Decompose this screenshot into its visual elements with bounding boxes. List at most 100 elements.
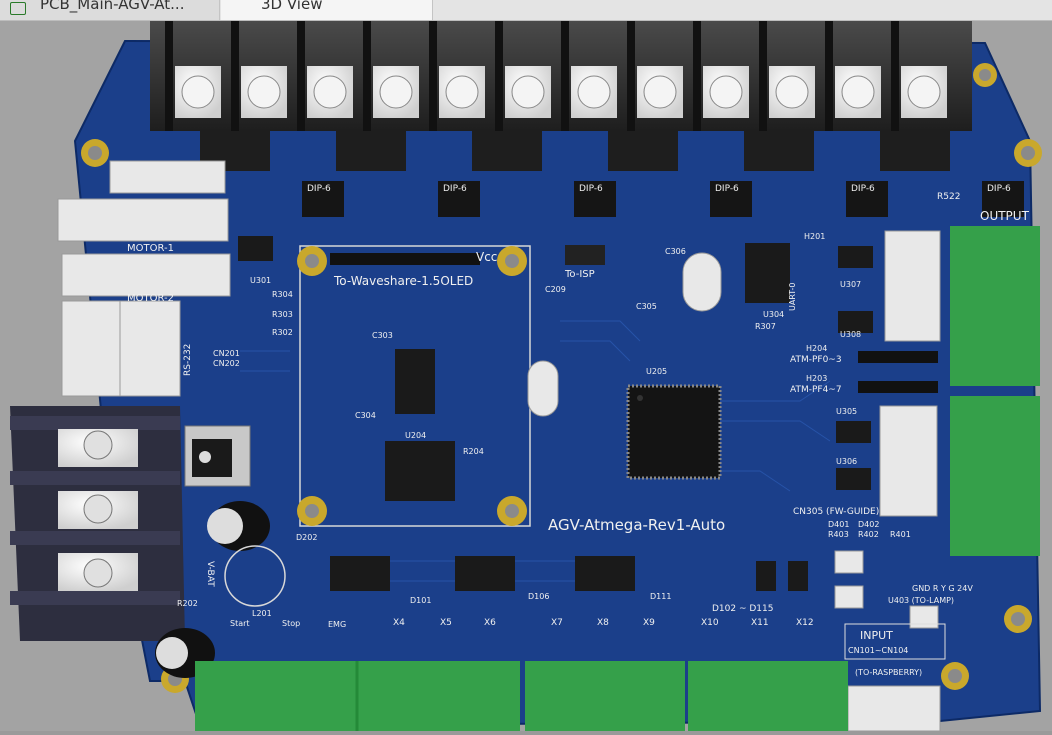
screw-head-icon [511,75,545,109]
pcb-file-icon [10,1,26,15]
left-connectors [57,160,231,397]
terminal-foot [880,131,950,171]
x5-label: X5 [440,618,452,628]
mounting-holes [81,63,1042,693]
dip-label: DIP-6 [307,184,331,194]
dip-relay-chip [574,181,616,217]
top-terminal-block [150,21,972,131]
r204-label: R204 [463,447,484,456]
d101-label: D101 [410,596,431,605]
x4-label: X4 [393,618,405,628]
atm-pf4-label: ATM-PF4~7 [790,385,842,395]
x10-label: X10 [701,618,719,628]
u301-label: U301 [250,276,271,285]
screw-head-icon [775,75,809,109]
rs232-label: RS-232 [183,344,193,376]
r304-label: R304 [272,290,293,299]
h201-label: H201 [804,232,825,241]
x12-label: X12 [796,618,814,628]
screw-head-icon [445,75,479,109]
right-connectors [847,230,941,732]
screw-head-icon [577,75,611,109]
d111-label: D111 [650,592,671,601]
header-h204 [858,351,938,363]
terminal-foot [744,131,814,171]
terminal-foot [608,131,678,171]
dip-label: DIP-6 [987,184,1011,194]
oled-label: To-Waveshare-1.5OLED [333,274,473,288]
input-label: INPUT [860,629,893,642]
motor1-label: MOTOR-1 [127,243,174,254]
led-d403 [909,605,939,629]
terminal-divider [759,21,767,131]
isp-label: To-ISP [564,269,595,280]
atm-pf0-label: ATM-PF0~3 [790,355,842,365]
terminal-divider [693,21,701,131]
x7-label: X7 [551,618,563,628]
c303-label: C303 [372,331,393,340]
screw-head-icon [907,75,941,109]
d106-label: D106 [528,592,549,601]
emg-label: EMG [328,620,346,629]
to-lamp-label: U403 (TO-LAMP) [888,596,954,605]
crystal-x201 [527,360,559,417]
dip-relay-chip [438,181,480,217]
c304-label: C304 [355,411,376,420]
screw-head-icon [841,75,875,109]
terminal-foot [472,131,542,171]
screw-head-icon [379,75,413,109]
header-h203 [858,381,938,393]
screw-head-icon [247,75,281,109]
h203-label: H203 [806,374,827,383]
terminal-divider [297,21,305,131]
screw-head-icon [709,75,743,109]
output-terminals [950,226,1040,556]
dip-label: DIP-6 [715,184,739,194]
u308-label: U308 [840,330,861,339]
u305-label: U305 [836,407,857,416]
input-box [844,623,946,660]
isp-header [565,245,605,265]
to-raspberry-label: (TO-RASPBERRY) [855,668,922,677]
tab-pcb-main[interactable]: PCB_Main-AGV-At... [0,0,220,20]
l201-label: L201 [252,609,272,618]
r401-label: R401 [890,530,911,539]
led-d402 [834,585,864,609]
tab-3d-view[interactable]: 3D View [221,0,433,20]
fw-guide-label: CN305 (FW-GUIDE) [793,507,879,517]
lamp-pins-label: GND R Y G 24V [912,584,973,593]
tab-pcb-main-label: PCB_Main-AGV-At... [40,0,185,13]
r522-label: R522 [937,192,960,202]
terminal-divider [825,21,833,131]
mcu-chip [626,384,722,480]
u204-label: U204 [405,431,426,440]
x11-label: X11 [751,618,769,628]
crystal-x301 [682,252,722,312]
terminal-divider [891,21,899,131]
c306-label: C306 [665,247,686,256]
vbat-terminal-block [10,406,185,641]
led-d401 [834,550,864,574]
ic-chips [238,236,873,591]
screw-head-icon [313,75,347,109]
screw-head-icon [181,75,215,109]
u205-label: U205 [646,367,667,376]
u304-label: U304 [763,310,784,319]
c305-label: C305 [636,302,657,311]
inductor-outline [224,545,286,607]
c209-label: C209 [545,285,566,294]
d402-label: D402 [858,520,879,529]
r202-label: R202 [177,599,198,608]
dip-relay-chip [710,181,752,217]
r307-label: R307 [755,322,776,331]
output-label: OUTPUT [980,209,1030,223]
dip-relay-chip [302,181,344,217]
motor2-label: MOTOR-2 [127,293,174,304]
terminal-divider [231,21,239,131]
dip-relay-chip [846,181,888,217]
oled-header-pins [330,253,480,265]
dip-label: DIP-6 [851,184,875,194]
